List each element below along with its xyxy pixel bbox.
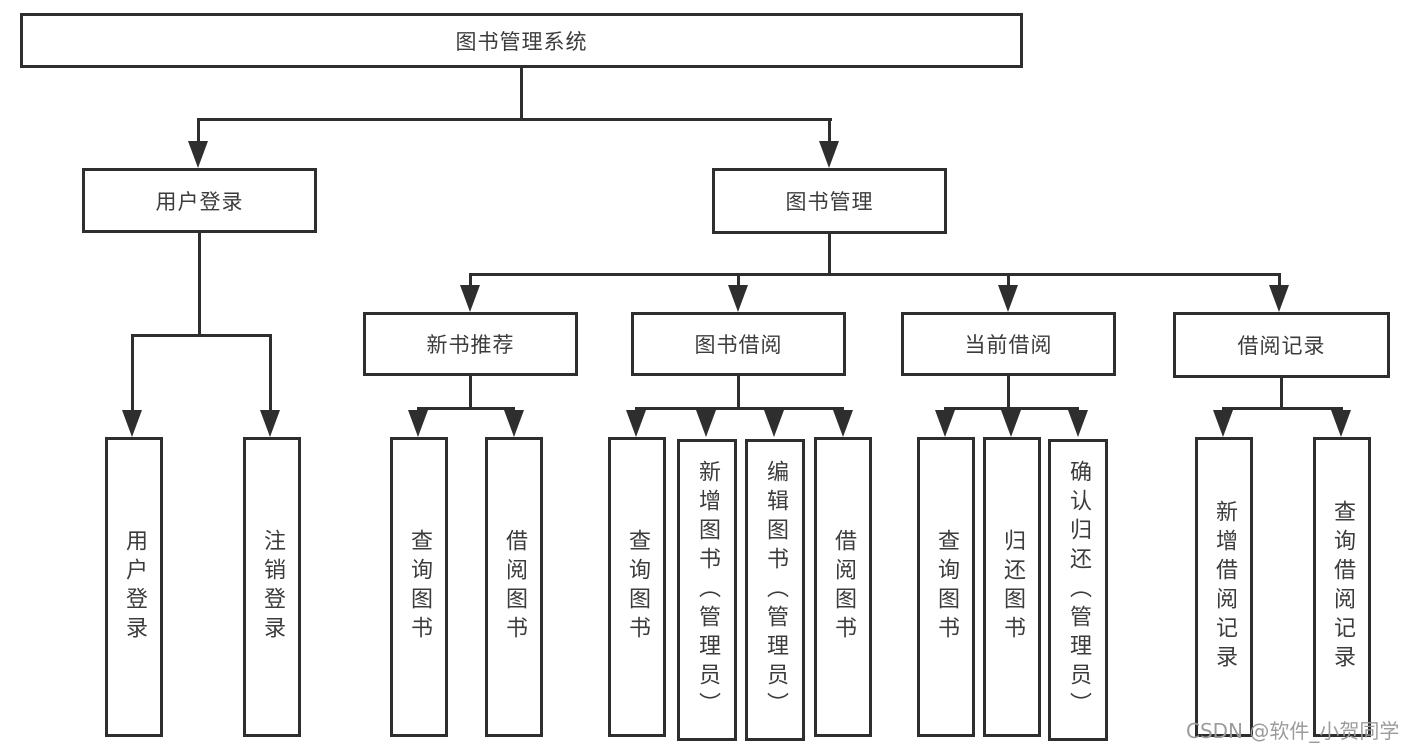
arrow-to-borrow-records [1269,285,1289,312]
leaf-logout: 注销登录 [243,437,301,737]
arrow-to-query-book-1 [408,410,428,437]
connector-user-login-stem [197,118,200,144]
arrow-to-query-borrow-record [1331,410,1351,437]
connector-borrow-record-stem [1278,273,1281,287]
connector-new-book-bus [417,407,515,410]
arrow-to-query-book-3 [935,410,955,437]
arrow-to-query-book-2 [626,410,646,437]
node-new-book-recommend: 新书推荐 [363,312,578,376]
node-current-borrow: 当前借阅 [901,312,1116,376]
leaf-add-book-admin: 新增图书（管理员） [677,439,737,741]
arrow-to-user-login [188,141,208,168]
leaf-query-book-current: 查询图书 [917,437,975,737]
csdn-watermark: CSDN @软件_小贺同学 [1186,719,1400,743]
connector-book-borrow-down [737,376,740,407]
arrow-to-borrow-book-1 [504,410,524,437]
connector-leaf-logout-stem [269,334,272,411]
connector-current-borrow-down [1007,376,1010,407]
connector-new-book-stem [469,273,472,287]
connector-book-management-bus [469,273,1281,276]
leaf-borrow-book-recommend: 借阅图书 [485,437,543,737]
leaf-edit-book-admin: 编辑图书（管理员） [745,439,805,741]
leaf-return-book: 归还图书 [983,437,1041,737]
arrow-to-return-book [1001,410,1021,437]
node-book-management: 图书管理 [712,168,947,234]
arrow-to-new-book-recommend [460,285,480,312]
connector-book-borrow-bus [635,407,844,410]
arrow-to-book-borrow [728,285,748,312]
leaf-user-login: 用户登录 [105,437,163,737]
arrow-to-confirm-return [1068,410,1088,437]
arrow-to-borrow-book-2 [833,410,853,437]
arrow-to-leaf-login [122,410,142,437]
leaf-confirm-return-admin: 确认归还（管理员） [1048,439,1108,741]
connector-root-stem [520,68,523,118]
connector-book-borrow-stem [737,273,740,287]
connector-book-management-down [828,234,831,273]
connector-leaf-login-stem [131,334,134,411]
node-user-login: 用户登录 [82,168,317,233]
node-borrow-records: 借阅记录 [1173,312,1390,378]
node-book-borrow: 图书借阅 [631,312,846,376]
arrow-to-book-management [819,141,839,168]
connector-borrow-records-down [1280,378,1283,407]
leaf-query-book-recommend: 查询图书 [390,437,448,737]
connector-book-management-stem [828,118,831,144]
connector-root-bus [197,118,832,121]
arrow-to-current-borrow [998,285,1018,312]
connector-new-book-down [469,376,472,407]
leaf-query-book-borrow: 查询图书 [608,437,666,737]
connector-borrow-records-bus [1222,407,1343,410]
arrow-to-add-book [696,410,716,437]
arrow-to-leaf-logout [260,410,280,437]
leaf-borrow-book: 借阅图书 [814,437,872,737]
arrow-to-add-borrow-record [1213,410,1233,437]
node-root-book-management-system: 图书管理系统 [20,13,1023,68]
connector-user-login-down [198,233,201,334]
connector-current-borrow-stem [1007,273,1010,287]
connector-current-borrow-bus [944,407,1079,410]
leaf-add-borrow-record: 新增借阅记录 [1195,437,1253,737]
arrow-to-edit-book [764,410,784,437]
connector-user-login-bus [131,334,272,337]
leaf-query-borrow-record: 查询借阅记录 [1313,437,1371,737]
